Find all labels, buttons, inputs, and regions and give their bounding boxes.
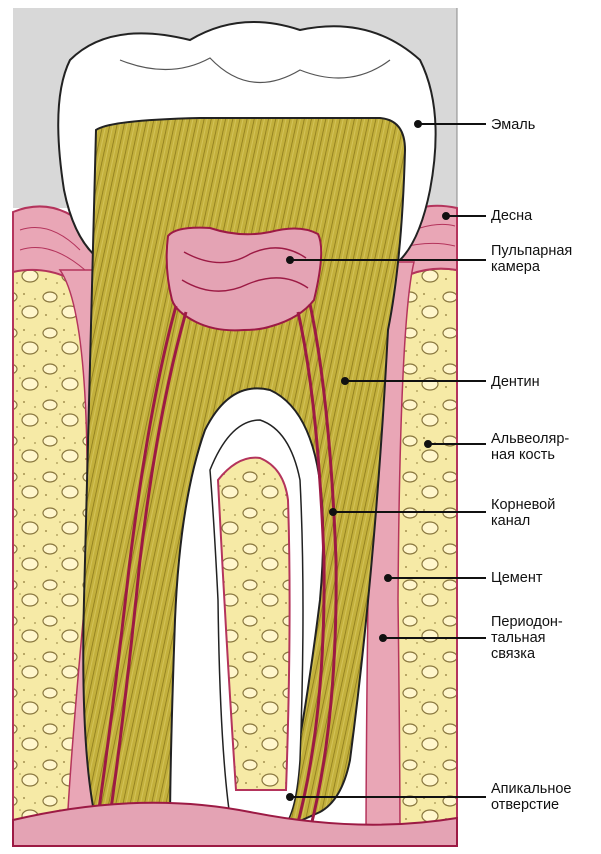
label-dentin: Дентин — [491, 374, 540, 390]
label-alveolar-bone: Альвеоляр- ная кость — [491, 431, 569, 463]
label-gum: Десна — [491, 208, 532, 224]
label-periodontal-ligament: Периодон- тальная связка — [491, 614, 563, 662]
label-root-canal: Корневой канал — [491, 497, 555, 529]
label-cementum: Цемент — [491, 570, 542, 586]
label-pulp-chamber: Пульпарная камера — [491, 243, 572, 275]
label-enamel: Эмаль — [491, 117, 535, 133]
label-apical-foramen: Апикальное отверстие — [491, 781, 572, 813]
